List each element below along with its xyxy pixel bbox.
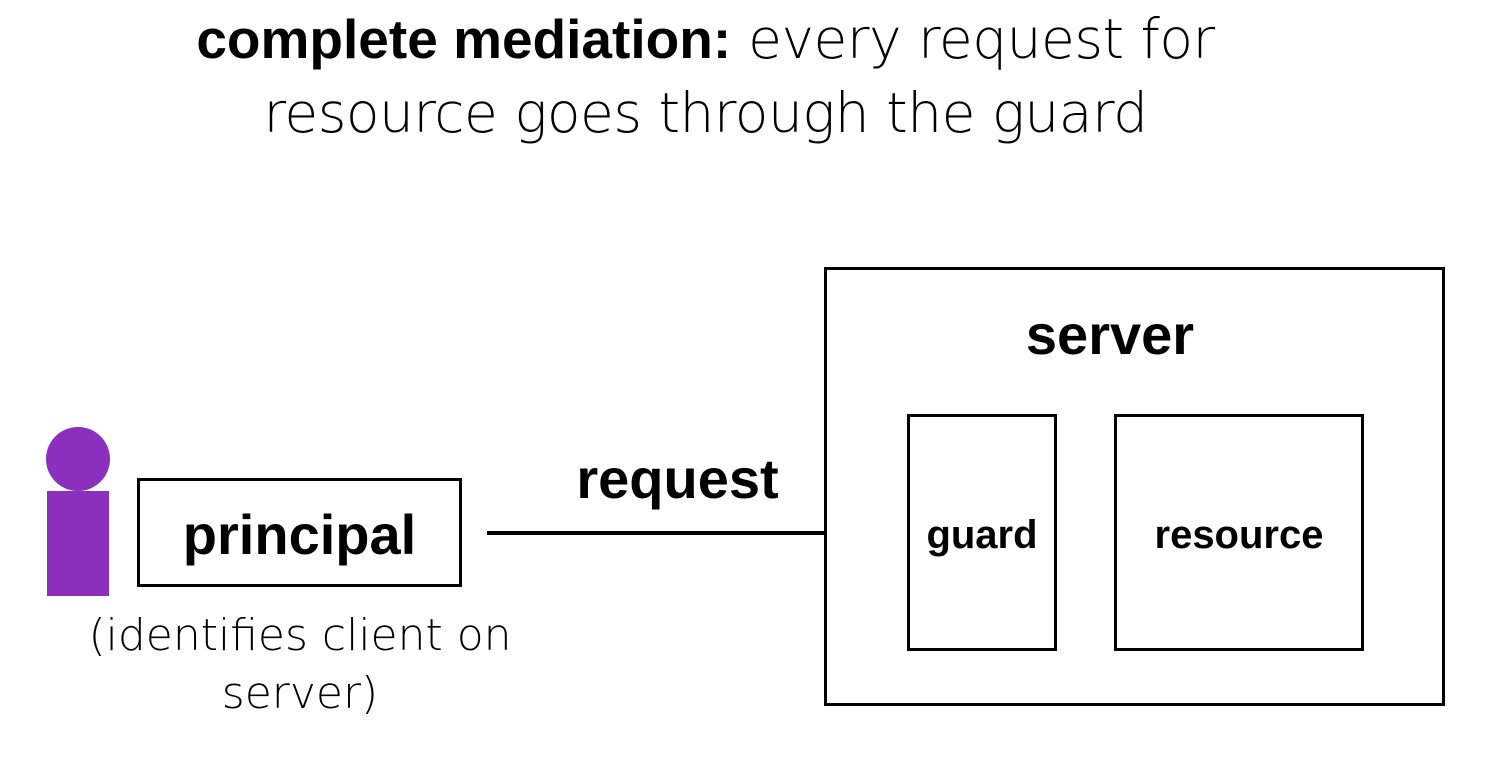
guard-box [907,414,1057,651]
request-label: request [576,447,779,510]
title-line-2: resource goes through the guard [263,81,1148,145]
title-bold: complete mediation: [196,8,732,70]
guard-label: guard [926,513,1038,557]
resource-label: resource [1154,513,1324,557]
resource-box [1114,414,1364,651]
principal-box [137,478,462,587]
person-head [46,427,110,491]
title-line-1: complete mediation: every request for [0,2,1411,76]
principal-caption: (identifies client on server) [80,607,520,723]
principal-label: principal [182,503,417,566]
principal-caption-line-1: (identifies client on [88,610,512,661]
server-label: server [1025,303,1195,366]
principal-caption-line-2: server) [221,668,379,719]
title-line-1-rest: every request for [748,7,1215,71]
slide-title: complete mediation: every request for re… [0,2,1411,150]
person-body [47,491,109,596]
